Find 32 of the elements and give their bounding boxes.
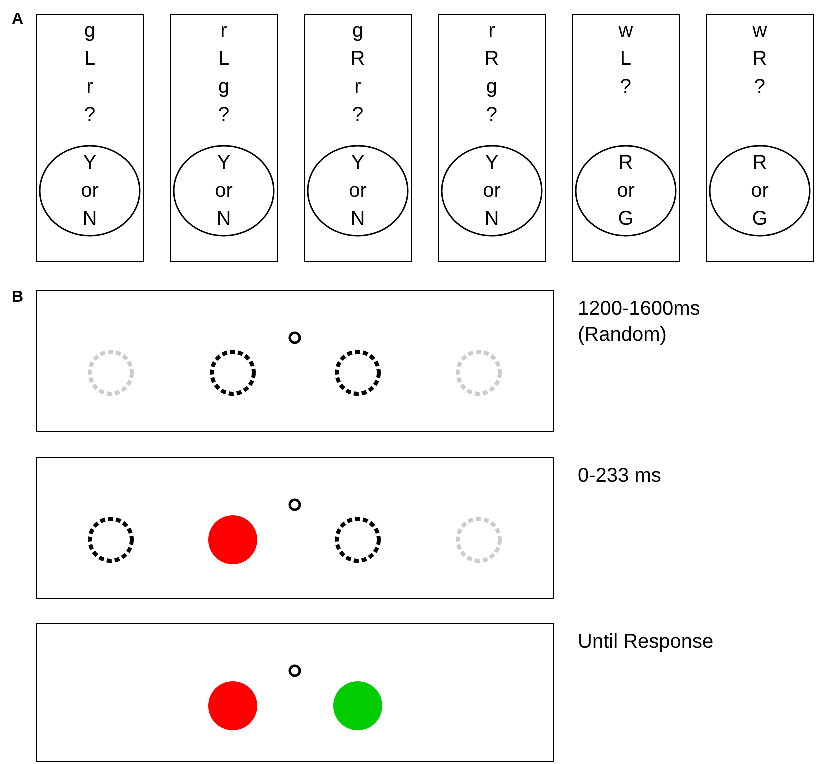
display-screen (36, 290, 554, 432)
letter-stack: w R ? (752, 19, 768, 100)
letter-stack: Y or N (349, 151, 367, 232)
letter-stack: g L r ? (84, 19, 96, 128)
response-ellipse (307, 145, 409, 237)
trial-card (36, 14, 144, 262)
duration-label: Until Response (578, 630, 715, 655)
duration-label: 0-233 ms (578, 464, 662, 489)
response-ellipse (173, 145, 275, 237)
display-screen (36, 623, 554, 762)
trial-card (572, 14, 680, 262)
panel-letter: A (12, 10, 24, 30)
trial-card (438, 14, 546, 262)
response-ellipse (709, 145, 811, 237)
panel-letter: B (12, 288, 24, 308)
letter-stack: r L g ? (218, 19, 230, 128)
display-screen (36, 457, 554, 599)
response-ellipse (39, 145, 141, 237)
letter-stack: R or G (751, 151, 769, 232)
letter-stack: r R g ? (484, 19, 500, 128)
response-ellipse (441, 145, 543, 237)
trial-card (304, 14, 412, 262)
letter-stack: Y or N (483, 151, 501, 232)
letter-stack: Y or N (81, 151, 99, 232)
letter-stack: Y or N (215, 151, 233, 232)
letter-stack: w L ? (618, 19, 634, 100)
duration-label: 1200-1600ms (Random) (578, 297, 702, 348)
letter-stack: R or G (617, 151, 635, 232)
letter-stack: g R r ? (350, 19, 366, 128)
trial-card (170, 14, 278, 262)
trial-card (706, 14, 814, 262)
response-ellipse (575, 145, 677, 237)
